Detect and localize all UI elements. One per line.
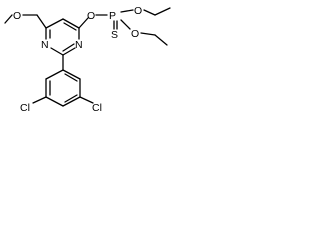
bond-ethoxy-2-ch2 (140, 32, 156, 36)
atom-o-ethoxy-1: O (134, 5, 142, 17)
bond-ch2-ring (36, 14, 47, 29)
atom-cl-1: Cl (20, 102, 30, 114)
bond-ring-c2-n1 (50, 47, 64, 56)
chemical-structure-canvas: O O P S O O N N Cl Cl (0, 0, 179, 116)
bond-aryl-3 (45, 96, 64, 107)
atom-labels: O O P S O O N N Cl Cl (13, 5, 142, 114)
bond-aryl-cl-2 (79, 96, 94, 104)
bond-ethoxy-1-ch2 (143, 9, 156, 16)
atom-n-2: N (75, 39, 83, 51)
bond-aryl-4 (62, 96, 81, 107)
atom-p: P (109, 10, 116, 22)
bond-methyl-o (4, 14, 13, 24)
bond-aryl-6 (62, 69, 81, 80)
atom-s: S (111, 29, 118, 41)
bond-aryl-double-3 (64, 73, 78, 82)
atom-cl-2: Cl (92, 102, 102, 114)
bond-p-o-ethoxy-1 (120, 9, 134, 13)
atom-o-ethoxy-2: O (131, 28, 139, 40)
atom-n-1: N (41, 39, 49, 51)
bond-p-o-ethoxy-2 (120, 19, 131, 30)
bond-ethoxy-2-ch3 (154, 34, 168, 46)
bond-aryl-1 (45, 69, 64, 80)
bond-ring-n3-c2-double (62, 43, 75, 52)
bonds (4, 7, 171, 107)
atom-o-methoxy: O (13, 10, 21, 22)
bond-aryl-double-2 (64, 94, 78, 103)
bond-aryl-cl-1 (32, 96, 47, 104)
bond-ring-c6-c5 (45, 18, 64, 29)
bond-ring-n3-c2 (62, 47, 76, 56)
molecule-diagram: O O P S O O N N Cl Cl (4, 5, 171, 114)
bond-ethoxy-1-ch3 (154, 7, 171, 16)
bond-ring-c5-c4-double (63, 22, 77, 31)
bond-ring-c5-c4 (62, 18, 80, 29)
atom-o-ester: O (87, 10, 95, 22)
bond-ring-o-ester (78, 17, 89, 29)
